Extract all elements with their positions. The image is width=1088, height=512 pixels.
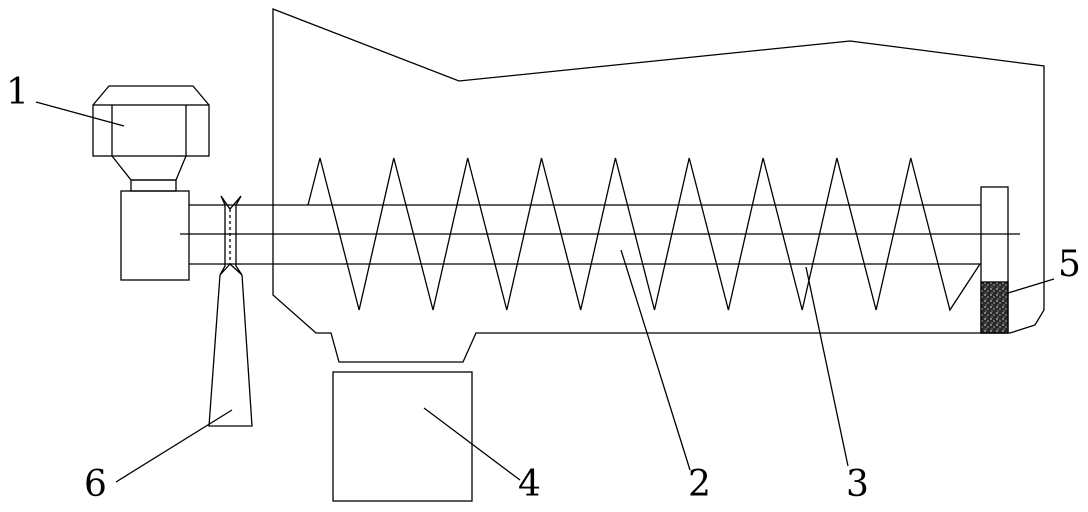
- leader-line-3: [805, 266, 849, 467]
- leader-line-5: [1007, 278, 1055, 294]
- motor: [92, 85, 210, 192]
- label-4: 4: [518, 464, 541, 505]
- gearbox: [120, 190, 190, 281]
- support-stand: [208, 195, 253, 427]
- label-1: 1: [6, 72, 29, 113]
- collection-box: [332, 371, 473, 502]
- leader-line-6: [115, 409, 233, 483]
- leader-line-2: [620, 249, 691, 471]
- motor-body: [92, 104, 210, 157]
- label-3: 3: [846, 464, 869, 505]
- leader-line-4: [423, 407, 521, 481]
- spiral-blade: [307, 157, 981, 312]
- housing-outline: [272, 8, 1045, 363]
- label-5: 5: [1058, 244, 1081, 285]
- label-6: 6: [84, 464, 107, 505]
- leader-line-1: [35, 101, 125, 127]
- support-clamp: [219, 195, 243, 276]
- label-2: 2: [688, 464, 711, 505]
- motor-coupling: [130, 179, 177, 192]
- motor-neck: [111, 155, 187, 181]
- filter-block: [980, 281, 1009, 334]
- support-leg: [208, 274, 253, 427]
- motor-top-cap: [92, 85, 210, 106]
